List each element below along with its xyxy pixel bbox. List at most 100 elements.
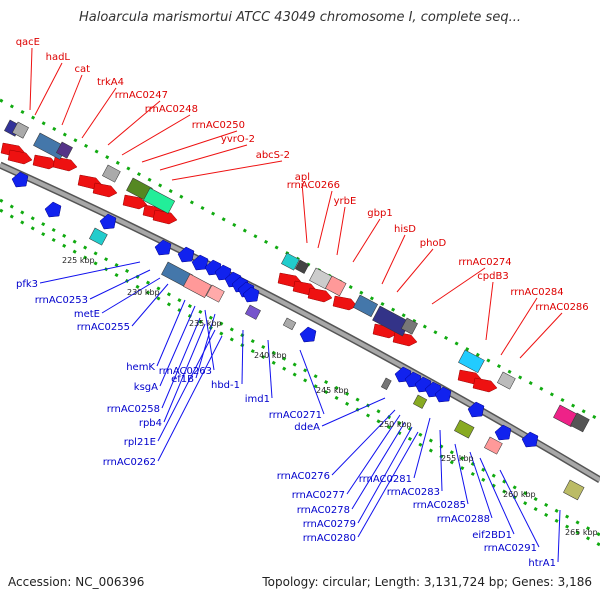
tick-label-235-kbp: 235 kbp — [189, 319, 222, 328]
leader-rrnac0283 — [439, 429, 443, 492]
tick-label-245-kbp: 245 kbp — [316, 386, 349, 395]
gene-label-ddea: ddeA — [294, 422, 320, 433]
leader-rrnac0253 — [89, 269, 151, 300]
gene-label-rrnac0266: rrnAC0266 — [287, 180, 340, 191]
gene-label-rrnac0285: rrnAC0285 — [413, 500, 466, 511]
gene-label-rrnac0250: rrnAC0250 — [192, 120, 245, 131]
gene-label-rrnac0281: rrnAC0281 — [359, 474, 412, 485]
reverse-gene-box-7 — [380, 377, 392, 390]
tick-label-250-kbp: 250 kbp — [379, 420, 412, 429]
gene-label-qace: qacE — [16, 37, 40, 48]
leader-qace — [29, 47, 33, 111]
leader-rpl21e — [157, 329, 216, 442]
leader-rrnac0278 — [351, 421, 406, 510]
leader-rrnac0276 — [331, 409, 396, 476]
leader-rrnac0266 — [317, 190, 333, 249]
reverse-gene-arrow-3 — [99, 213, 117, 230]
leader-rrnac0277 — [346, 414, 401, 495]
forward-gene-box-11 — [325, 275, 347, 297]
leader-rrnac0280 — [357, 431, 419, 538]
gene-label-yrbe: yrbE — [334, 196, 357, 207]
leader-hadl — [34, 62, 63, 116]
tick-label-230-kbp: 230 kbp — [127, 288, 160, 297]
gene-label-hbd-1: hbd-1 — [211, 380, 240, 391]
gene-label-rrnac0255: rrnAC0255 — [77, 322, 130, 333]
gene-label-trka4: trkA4 — [97, 77, 124, 88]
gene-label-rrnac0253: rrnAC0253 — [35, 295, 88, 306]
reverse-gene-box-10 — [484, 436, 503, 455]
gene-label-rrnac0286: rrnAC0286 — [535, 302, 588, 313]
reverse-gene-arrow-13 — [299, 326, 317, 343]
page-title: Haloarcula marismortui ATCC 43049 chromo… — [79, 10, 521, 25]
reverse-gene-arrow-2 — [44, 201, 62, 218]
gene-labels: qacEhadLcattrkA4rrnAC0247rrnAC0248rrnAC0… — [16, 37, 589, 569]
gene-label-cpdb3: cpdB3 — [477, 271, 508, 282]
gene-label-apl: apl — [295, 172, 310, 183]
gene-label-rrnac0284: rrnAC0284 — [510, 287, 563, 298]
leader-yrbe — [336, 206, 346, 256]
leader-gbp1 — [352, 218, 381, 263]
gene-label-yvro-2: yvrO-2 — [221, 134, 255, 145]
leader-rrnac0250 — [141, 130, 238, 163]
tick-ring-2 — [0, 198, 600, 537]
tick-label-260-kbp: 260 kbp — [503, 490, 536, 499]
leader-rrnac0248 — [121, 114, 191, 156]
leader-phod — [396, 248, 434, 293]
gene-label-mete: metE — [74, 309, 100, 320]
tick-label-255-kbp: 255 kbp — [441, 454, 474, 463]
leader-rpb4 — [163, 323, 206, 423]
gene-label-rrnac0262: rrnAC0262 — [103, 457, 156, 468]
chromosome-backbone — [0, 161, 600, 484]
leader-rrnac0274 — [431, 267, 486, 305]
leader-hisd — [381, 234, 406, 285]
forward-gene-arrow-17 — [472, 377, 498, 393]
leader-rrnac0285 — [454, 443, 469, 505]
gene-label-rrnac0283: rrnAC0283 — [387, 487, 440, 498]
forward-gene-box-18 — [570, 412, 590, 433]
forward-gene-box-5 — [102, 164, 121, 183]
genome-summary: Topology: circular; Length: 3,131,724 bp… — [262, 575, 592, 589]
leader-rrnac0286 — [519, 312, 563, 359]
gene-label-rrnac0263: rrnAC0263 — [159, 366, 212, 377]
forward-gene-box-12 — [353, 294, 378, 318]
label-leaders — [29, 47, 563, 563]
backbone-line — [0, 163, 600, 482]
forward-gene-box-2 — [12, 121, 29, 139]
reverse-gene-arrow-6 — [191, 254, 209, 271]
gene-label-rrnac0279: rrnAC0279 — [303, 519, 356, 530]
forward-gene-box-16 — [497, 371, 516, 390]
tick-label-225-kbp: 225 kbp — [62, 256, 95, 265]
leader-rrnac0288 — [469, 451, 493, 519]
reverse-gene-arrow-4 — [154, 239, 172, 256]
reverse-gene-box-3 — [183, 273, 212, 298]
gene-label-gbp1: gbp1 — [367, 208, 392, 219]
tick-ring-1 — [0, 98, 600, 422]
forward-gene-box-8 — [281, 252, 300, 271]
gene-label-rpb4: rpb4 — [139, 418, 162, 429]
gene-label-rrnac0280: rrnAC0280 — [303, 533, 356, 544]
reverse-gene-arrow-20 — [494, 424, 512, 441]
gene-label-rrnac0291: rrnAC0291 — [484, 543, 537, 554]
reverse-gene-box-9 — [454, 419, 475, 439]
leader-rrnac0279 — [357, 426, 413, 524]
leader-hbd-1 — [241, 329, 244, 385]
leader-cpdb3 — [485, 281, 494, 341]
gene-label-ef1b: ef1B — [171, 374, 194, 385]
reverse-gene-arrow-5 — [177, 246, 195, 263]
leader-trka4 — [81, 87, 117, 139]
gene-label-rrnac0274: rrnAC0274 — [458, 257, 511, 268]
leader-pfk3 — [39, 261, 141, 284]
leader-rrnac0255 — [131, 283, 169, 327]
tick-label-240-kbp: 240 kbp — [254, 351, 287, 360]
reverse-gene-box-8 — [412, 394, 428, 409]
leader-mete — [101, 277, 161, 314]
leader-rrnac0247 — [107, 100, 161, 146]
forward-gene-box-7 — [143, 187, 176, 214]
gene-label-cat: cat — [74, 64, 90, 75]
leader-htra1 — [557, 509, 561, 563]
tick-marks — [0, 98, 600, 547]
gene-label-hadl: hadL — [46, 52, 71, 63]
forward-gene-arrow-2 — [7, 149, 33, 165]
gene-label-rrnac0277: rrnAC0277 — [292, 490, 345, 501]
